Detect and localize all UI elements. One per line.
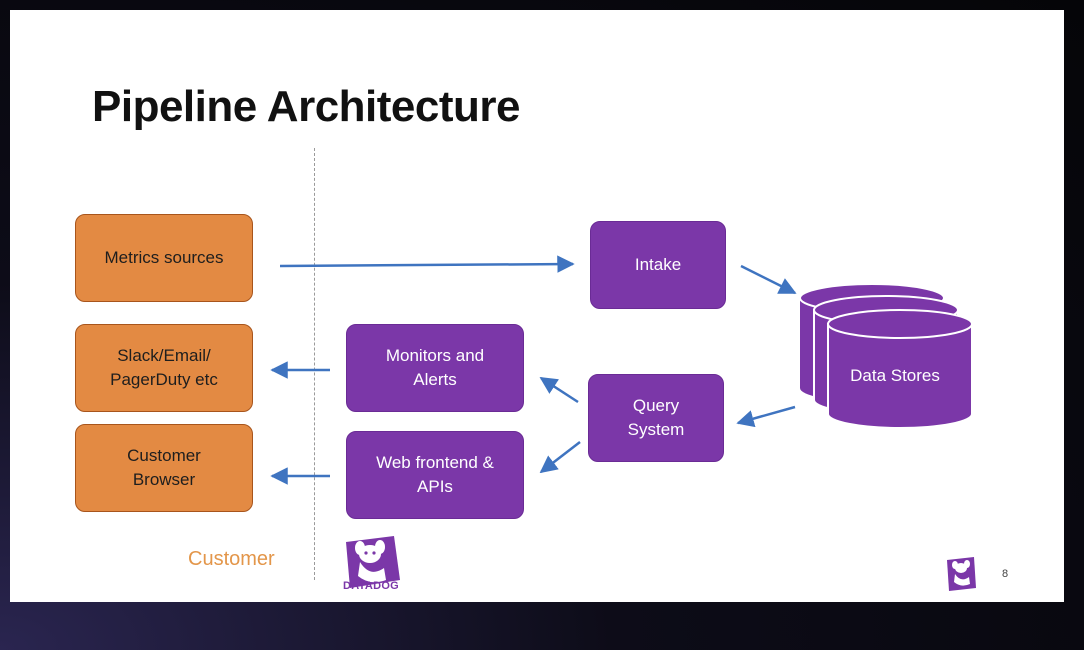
customer-boundary-divider	[314, 148, 315, 580]
node-metrics-sources: Metrics sources	[75, 214, 253, 302]
node-label: Web frontend & APIs	[376, 453, 494, 496]
node-web-frontend-apis: Web frontend & APIs	[346, 431, 524, 519]
arrow-query-to-monitors	[539, 376, 579, 404]
node-label: Metrics sources	[104, 248, 224, 267]
datadog-logo-text: DATADOG	[342, 580, 400, 592]
arrow-datastores-to-query	[736, 405, 796, 428]
node-customer-browser: Customer Browser	[75, 424, 253, 512]
slide-title: Pipeline Architecture	[92, 82, 521, 131]
slide: Pipeline Architecture Metrics sources Sl…	[10, 10, 1064, 602]
datadog-small-logo-icon	[947, 557, 976, 591]
edge-arrows	[270, 255, 797, 485]
arrow-intake-to-datastores	[740, 264, 797, 295]
arrow-query-to-webfrontend	[539, 441, 581, 474]
customer-zone-label: Customer	[188, 548, 275, 570]
arrow-metrics-to-intake	[279, 255, 575, 273]
node-intake: Intake	[590, 221, 726, 309]
node-slack-email-pagerduty: Slack/Email/ PagerDuty etc	[75, 324, 253, 412]
node-query-system: Query System	[588, 374, 724, 462]
diagram-graphics	[270, 255, 973, 485]
data-stores-cylinders	[799, 283, 973, 429]
page-number: 8	[1002, 568, 1009, 580]
node-monitors-alerts: Monitors and Alerts	[346, 324, 524, 412]
node-label: Customer Browser	[127, 446, 201, 489]
datadog-logo-icon	[346, 536, 400, 588]
node-label: Slack/Email/ PagerDuty etc	[110, 346, 218, 389]
node-label: Query System	[627, 396, 685, 439]
node-label: Monitors and Alerts	[385, 346, 485, 389]
node-label: Intake	[634, 255, 682, 274]
node-data-stores-label: Data Stores	[850, 366, 940, 385]
